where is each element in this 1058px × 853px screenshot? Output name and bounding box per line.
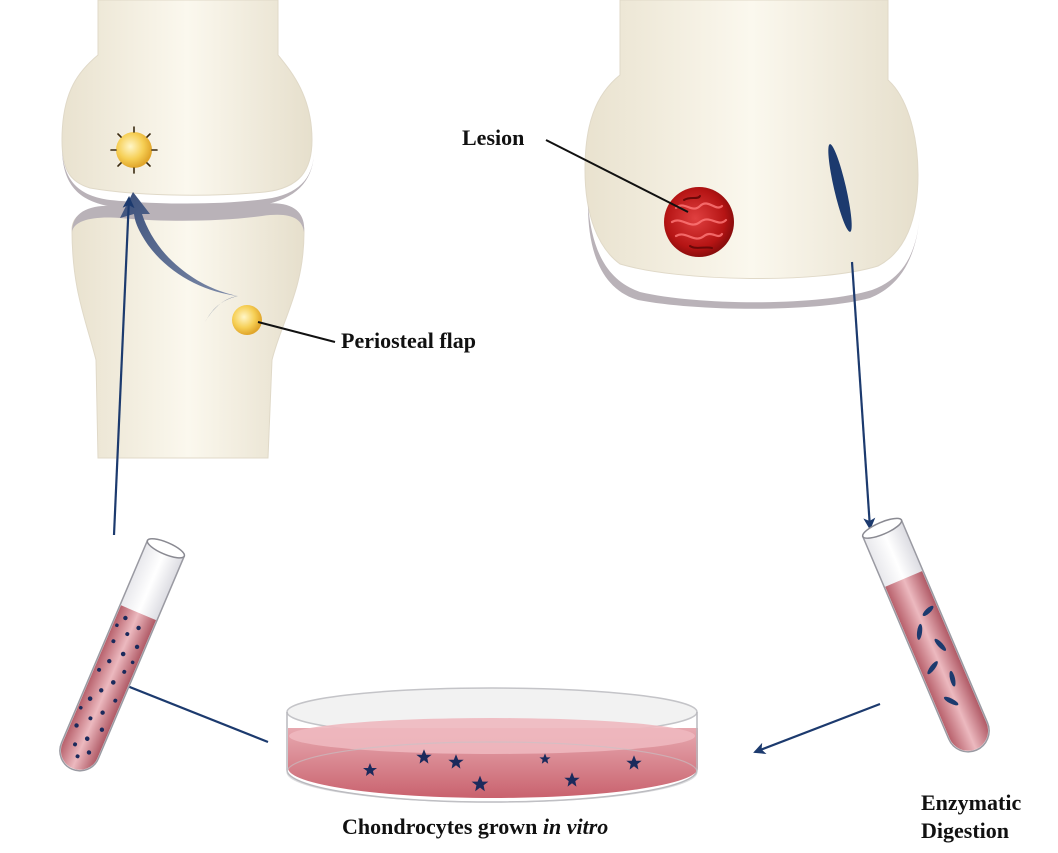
femur-left	[62, 0, 312, 195]
femur-right	[585, 0, 918, 279]
arrow-dish-to-tube	[112, 680, 268, 742]
tibia-left	[72, 207, 304, 458]
periosteal-flap-label: Periosteal flap	[341, 328, 476, 353]
lesion-defect	[664, 187, 734, 257]
test-tube-cultured-cells	[54, 535, 187, 777]
lesion-label: Lesion	[462, 125, 524, 150]
arrow-biopsy-to-tube	[852, 262, 870, 528]
periosteal-flap-disc	[232, 305, 262, 335]
knee-joint-left	[62, 0, 335, 458]
chondrocytes-label-text: Chondrocytes grown	[342, 814, 543, 839]
enzymatic-label-line1: Enzymatic	[921, 790, 1021, 815]
arrow-tube-to-dish	[755, 704, 880, 752]
test-tube-enzymatic	[860, 515, 995, 759]
petri-dish	[287, 688, 698, 802]
chondrocytes-label: Chondrocytes grown in vitro	[342, 814, 608, 839]
enzymatic-label-line2: Digestion	[921, 818, 1009, 843]
femur-right-with-lesion	[546, 0, 920, 309]
chondrocytes-label-italic: in vitro	[543, 814, 608, 839]
implanted-graft	[111, 127, 157, 173]
